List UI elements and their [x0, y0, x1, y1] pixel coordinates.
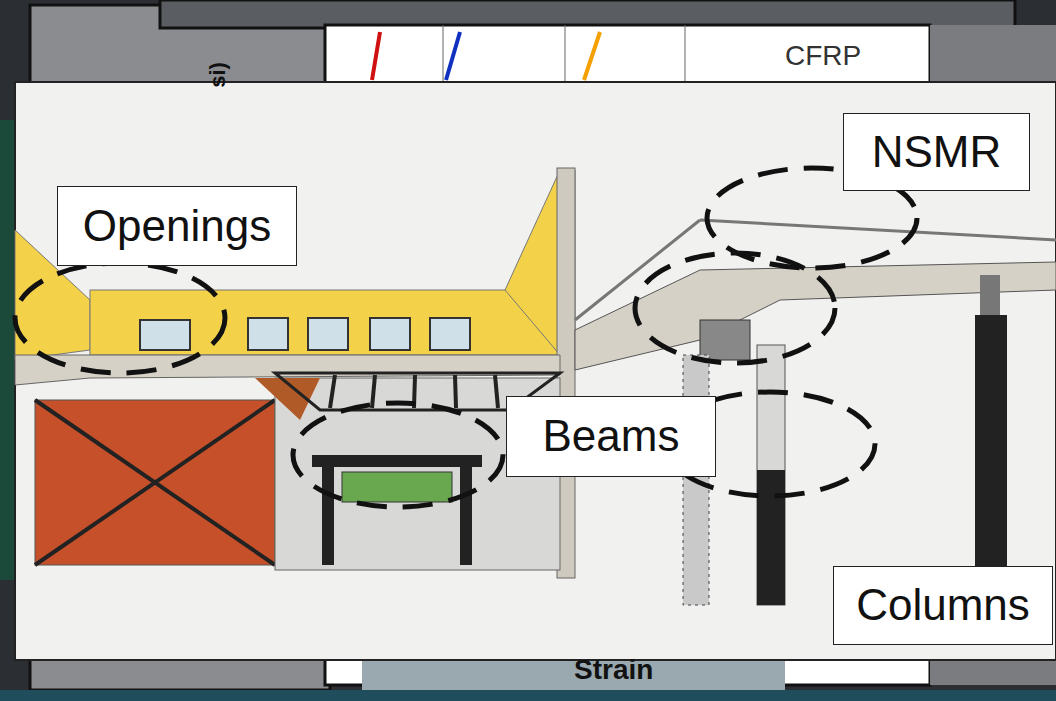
curve-line — [446, 32, 460, 80]
callout-label: Columns — [856, 581, 1030, 629]
curve-line — [372, 32, 380, 80]
callout-box: Openings — [57, 186, 297, 266]
callout-label: NSMR — [872, 128, 1002, 176]
callout-label: Openings — [83, 202, 271, 250]
callout-ellipse — [15, 168, 917, 507]
slide-label: Strain — [574, 654, 653, 686]
slide-label: si) — [205, 62, 231, 88]
callout-box: Columns — [833, 566, 1053, 645]
callout-box: NSMR — [843, 113, 1030, 191]
callout-box: Beams — [506, 396, 716, 477]
curve-line — [584, 32, 600, 80]
illustration-panel — [15, 82, 1056, 660]
slide-label: CFRP — [785, 40, 861, 72]
callout-label: Beams — [543, 412, 680, 460]
footer-bar — [0, 690, 1056, 701]
building-sketch — [15, 168, 1056, 605]
